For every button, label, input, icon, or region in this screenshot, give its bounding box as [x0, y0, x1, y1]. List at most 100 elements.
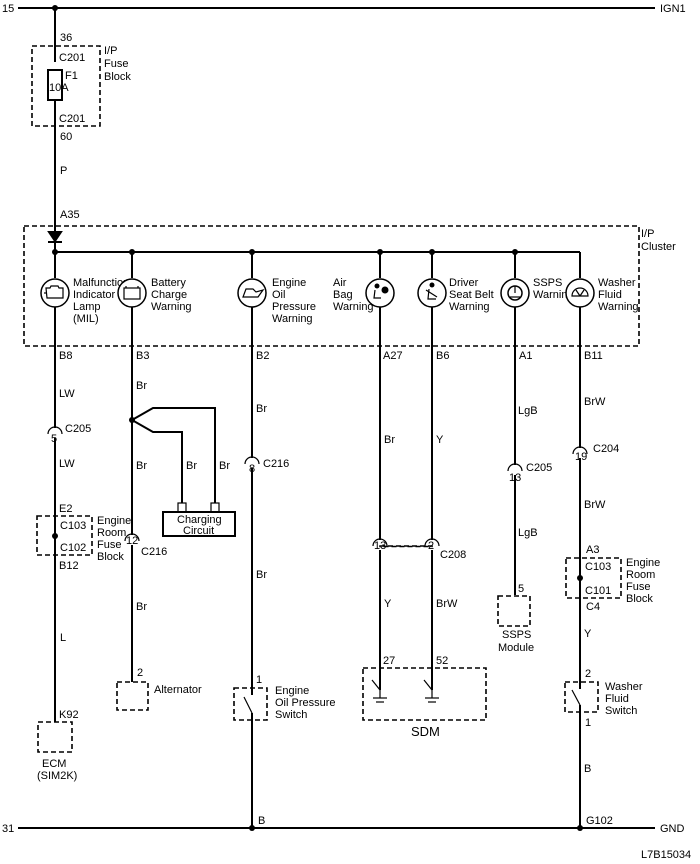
diagram-id: L7B15034: [641, 849, 691, 861]
airbag-icon: [373, 283, 389, 299]
alternator-box: [116, 681, 149, 711]
washer-wire-4: B: [584, 763, 591, 775]
battery-wire-5: Br: [136, 601, 147, 613]
oil-switch-pin: 1: [256, 674, 262, 686]
washer-c204-connector: [572, 446, 588, 455]
fuse-block-label-2: Fuse: [104, 58, 128, 70]
oil-switch-label-1: Engine: [275, 685, 309, 697]
washer-wire-1: BrW: [584, 396, 606, 408]
pin-b6: B6: [436, 350, 449, 362]
ssps-wire-2: LgB: [518, 527, 538, 539]
mil-label-1: Malfunction: [73, 277, 129, 289]
washer-lamp: [565, 278, 595, 308]
washer-pin-c4: C4: [586, 601, 600, 613]
oil-c216-connector: [244, 456, 260, 465]
fuse-conn-top: C201: [59, 52, 85, 64]
fuse-block-label-1: I/P: [104, 45, 117, 57]
mil-wire-2: LW: [59, 458, 75, 470]
fuse-rating: 10A: [49, 82, 69, 94]
washer-sw-pin-bottom: 1: [585, 717, 591, 729]
c208-pin-1: 13: [374, 540, 386, 552]
belt-label-2: Seat Belt: [449, 289, 494, 301]
belt-label-3: Warning: [449, 301, 490, 313]
pin-b8: B8: [59, 350, 72, 362]
fuse-conn-bottom: C201: [59, 113, 85, 125]
washer-label-1: Washer: [598, 277, 636, 289]
washer-icon: [571, 287, 589, 297]
ssps-label-1: SSPS: [533, 277, 562, 289]
mil-block-3: Fuse: [97, 539, 121, 551]
mil-block-2: Room: [97, 527, 126, 539]
lamp-drops: [54, 252, 581, 278]
mil-fuse-block-box: [36, 515, 93, 556]
washer-sw-label-1: Washer: [605, 681, 643, 693]
sdm-internal-ground-2: [423, 679, 439, 703]
mil-block-1: Engine: [97, 515, 131, 527]
washer-pin-a3: A3: [586, 544, 599, 556]
cluster-label-1: I/P: [641, 228, 654, 240]
mil-c205-connector: [47, 426, 63, 435]
c208-label: C208: [440, 549, 466, 561]
washer-wire-2: BrW: [584, 499, 606, 511]
mil-wire-1: LW: [59, 388, 75, 400]
oil-switch-label-2: Oil Pressure: [275, 697, 336, 709]
steering-icon: [507, 285, 523, 301]
oil-c216-label: C216: [263, 458, 289, 470]
mil-block-4: Block: [97, 551, 124, 563]
mil-pin-e2: E2: [59, 503, 72, 515]
ecm-label-2: (SIM2K): [37, 770, 77, 782]
washer-label-2: Fluid: [598, 289, 622, 301]
washer-block-3: Fuse: [626, 581, 650, 593]
charging-circuit-box: [162, 511, 236, 537]
ssps-wire-1: LgB: [518, 405, 538, 417]
washer-block-4: Block: [626, 593, 653, 605]
mil-c205-label: C205: [65, 423, 91, 435]
battery-c216-pin: 12: [126, 535, 138, 547]
oil-can-icon: [242, 288, 265, 298]
battery-lamp: [117, 278, 147, 308]
cluster-diode-icon: [47, 231, 63, 243]
mil-wire-3: L: [60, 632, 66, 644]
mil-pin-b12: B12: [59, 560, 79, 572]
pin-b11: B11: [584, 350, 603, 362]
battery-wire-2: Br: [136, 460, 147, 472]
belt-wire-2: BrW: [436, 598, 458, 610]
fuse-wire-color: P: [60, 165, 67, 177]
washer-switch-box: [564, 681, 599, 713]
fuse-pin-bottom: 60: [60, 131, 72, 143]
pin-b2: B2: [256, 350, 269, 362]
ecm-label-1: ECM: [42, 758, 66, 770]
rail-15-label: 15: [2, 3, 14, 15]
washer-c101: C101: [585, 585, 611, 597]
airbag-label-3: Warning: [333, 301, 374, 313]
battery-wire-1: Br: [136, 380, 147, 392]
mil-label-2: Indicator: [73, 289, 116, 301]
rail-31-label: 31: [2, 823, 14, 835]
ground-pin-b: B: [258, 815, 265, 827]
ssps-c205-label: C205: [526, 462, 552, 474]
battery-label-1: Battery: [151, 277, 186, 289]
fuse-block-label-3: Block: [104, 71, 131, 83]
charging-label-2: Circuit: [183, 525, 214, 537]
oil-label-3: Pressure: [272, 301, 316, 313]
ecm-box: [37, 721, 73, 753]
battery-c216-connector: [124, 533, 140, 542]
battery-wire-4: Br: [219, 460, 230, 472]
charging-circuit-pin-1: [177, 502, 187, 513]
mil-label-3: Lamp: [73, 301, 101, 313]
ground-junction-washer: [577, 825, 583, 831]
airbag-wire-2: Y: [384, 598, 392, 610]
mil-c102: C102: [60, 542, 86, 554]
pin-a1: A1: [519, 350, 532, 362]
mil-c103: C103: [60, 520, 86, 532]
washer-sw-label-3: Switch: [605, 705, 637, 717]
airbag-wire-1: Br: [384, 434, 395, 446]
ground-junction-oil: [249, 825, 255, 831]
washer-block-2: Room: [626, 569, 655, 581]
charging-circuit-pin-2: [210, 502, 220, 513]
ssps-label-2: Warning: [533, 289, 574, 301]
ip-cluster-box: [23, 225, 640, 347]
belt-label-1: Driver: [449, 277, 479, 289]
c208-connector-2: [424, 538, 440, 547]
cluster-label-2: Cluster: [641, 241, 676, 253]
